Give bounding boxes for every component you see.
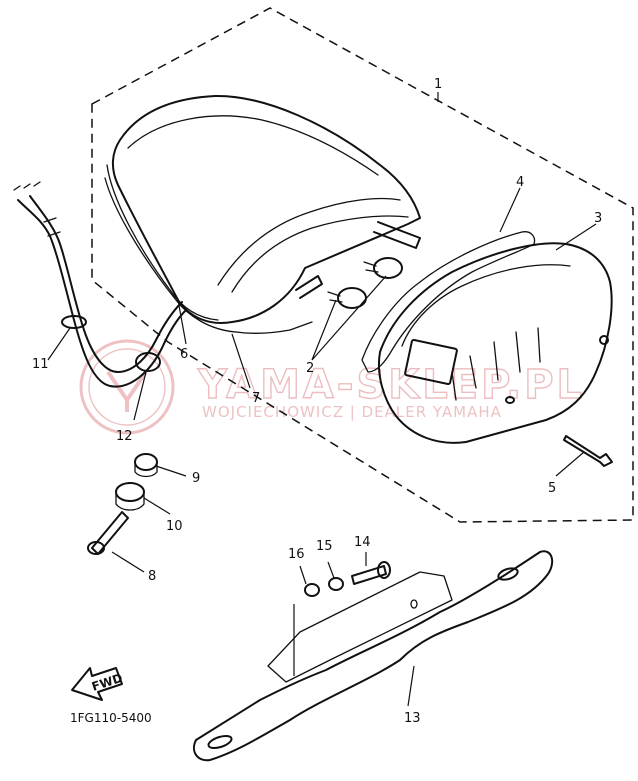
damper — [115, 482, 145, 502]
reflector — [404, 338, 458, 386]
watermark-brand: YAMA-SKLEP.PL — [197, 362, 585, 408]
callout-10: 10 — [166, 519, 183, 534]
callouts: 1 2 3 4 5 6 7 8 9 10 11 12 13 14 15 16 — [32, 77, 602, 726]
callout-6: 6 — [180, 347, 188, 362]
collar — [134, 453, 158, 471]
grommet — [61, 315, 87, 329]
washer — [328, 577, 344, 591]
part-code: 1FG110-5400 — [70, 711, 152, 725]
callout-7: 7 — [252, 391, 260, 406]
fwd-arrow: FWD — [71, 667, 124, 701]
watermark-subtitle: WOJCIECHOWICZ | DEALER YAMAHA — [202, 403, 502, 421]
watermark-logo — [79, 339, 175, 435]
callout-12: 12 — [116, 429, 133, 444]
callout-9: 9 — [192, 471, 200, 486]
wire-harness — [13, 181, 187, 388]
mount-hardware — [87, 453, 158, 555]
callout-5: 5 — [548, 481, 556, 496]
bulb-upper — [363, 257, 403, 279]
bracket-bolt — [351, 565, 387, 585]
license-bracket — [192, 550, 554, 762]
lens-gasket — [361, 231, 536, 373]
callout-8: 8 — [148, 569, 156, 584]
callout-14: 14 — [354, 535, 371, 550]
leader-lines — [47, 92, 597, 707]
callout-3: 3 — [594, 211, 602, 226]
wire-clamp — [135, 352, 161, 372]
callout-11: 11 — [32, 357, 49, 372]
callout-4: 4 — [516, 175, 524, 190]
callout-15: 15 — [316, 539, 333, 554]
callout-13: 13 — [404, 711, 421, 726]
watermark: YAMA-SKLEP.PL WOJCIECHOWICZ | DEALER YAM… — [79, 339, 585, 435]
callout-16: 16 — [288, 547, 305, 562]
bolt — [91, 511, 129, 555]
tail-light-lens — [378, 242, 613, 444]
nut — [304, 583, 320, 597]
assembly-boundary — [91, 7, 634, 523]
tail-light-housing — [104, 94, 421, 334]
lens-screw — [563, 435, 613, 467]
bracket-hardware — [304, 561, 391, 597]
callout-1: 1 — [434, 77, 442, 92]
callout-2: 2 — [306, 361, 314, 376]
